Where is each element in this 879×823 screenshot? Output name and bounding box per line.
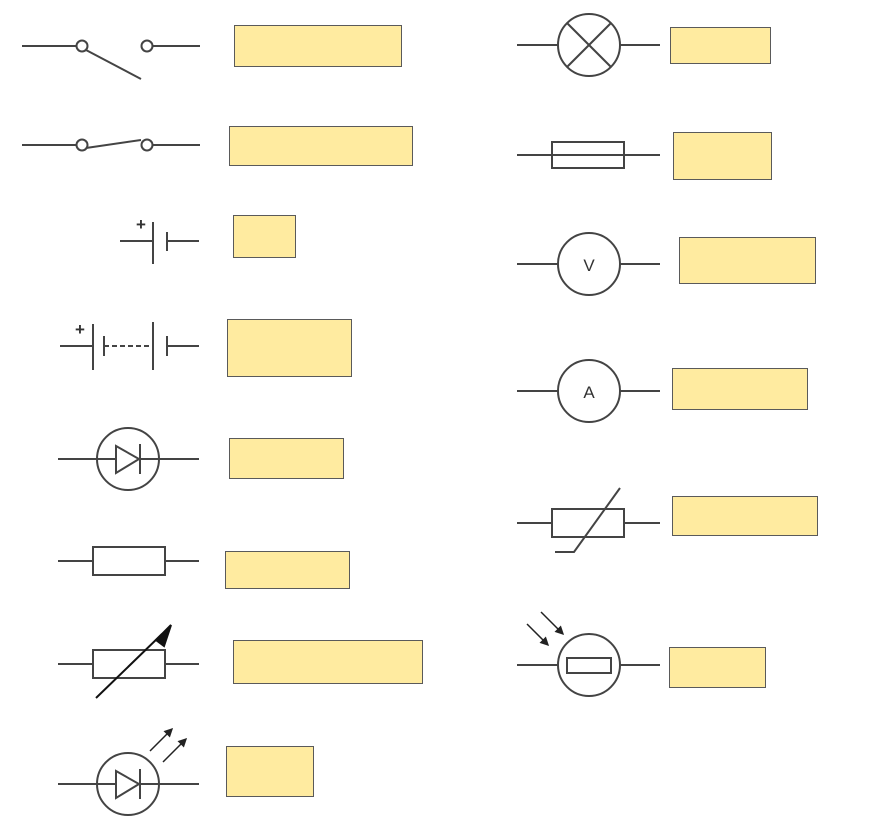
ammeter-letter: A: [583, 383, 595, 402]
fuse-symbol: [517, 141, 660, 169]
closed-switch-symbol: [22, 138, 200, 152]
diode-label-box[interactable]: [229, 438, 344, 479]
ldr-label-box[interactable]: [669, 647, 766, 688]
variable-resistor-symbol: [58, 624, 199, 699]
battery-symbol: +: [60, 320, 199, 370]
lamp-symbol: [517, 13, 660, 77]
battery-plus-sign: +: [75, 320, 85, 339]
resistor-symbol: [58, 546, 199, 576]
ammeter-label-box[interactable]: [672, 368, 808, 410]
variable-resistor-label-box[interactable]: [233, 640, 423, 684]
cell-plus-sign: +: [136, 215, 146, 234]
cell-label-box[interactable]: [233, 215, 296, 258]
thermistor-symbol: [517, 487, 660, 553]
led-symbol: [58, 727, 199, 816]
led-label-box[interactable]: [226, 746, 314, 797]
voltmeter-symbol: V: [517, 232, 660, 296]
open-switch-label-box[interactable]: [234, 25, 402, 67]
closed-switch-label-box[interactable]: [229, 126, 413, 166]
cell-symbol: +: [120, 215, 199, 264]
ldr-symbol: [517, 611, 660, 697]
open-switch-symbol: [22, 39, 200, 80]
diode-symbol: [58, 427, 199, 491]
voltmeter-label-box[interactable]: [679, 237, 816, 284]
thermistor-label-box[interactable]: [672, 496, 818, 536]
ammeter-symbol: A: [517, 359, 660, 423]
fuse-label-box[interactable]: [673, 132, 772, 180]
resistor-label-box[interactable]: [225, 551, 350, 589]
voltmeter-letter: V: [583, 256, 595, 275]
lamp-label-box[interactable]: [670, 27, 771, 64]
battery-label-box[interactable]: [227, 319, 352, 377]
